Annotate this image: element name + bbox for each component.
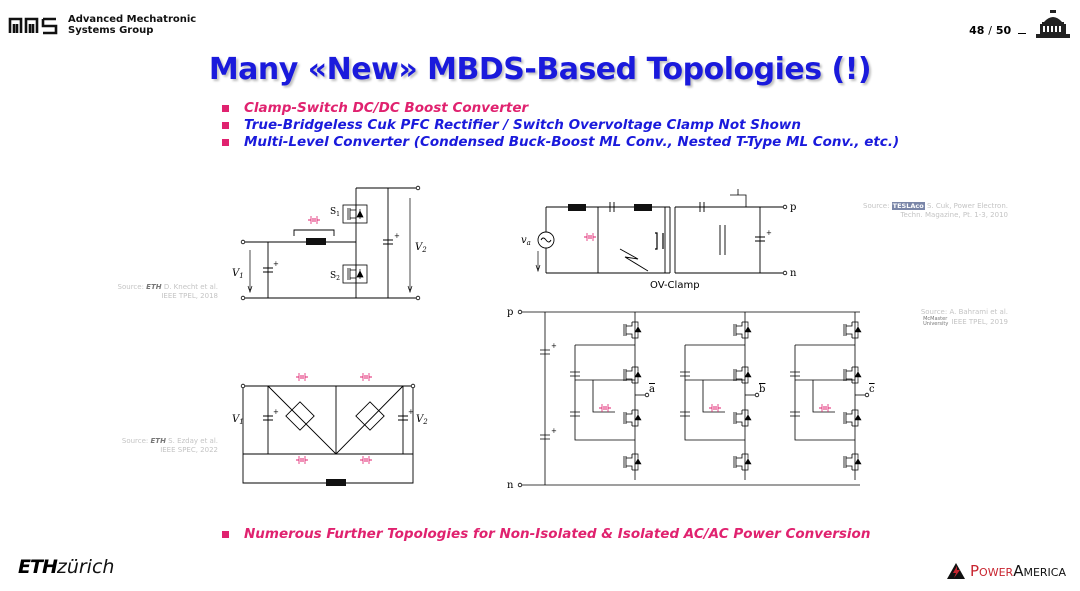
bullet-text: True-Bridgeless Cuk PFC Rectifier / Swit… xyxy=(244,117,801,133)
bullet-list-top: Clamp-Switch DC/DC Boost Converter True-… xyxy=(222,100,899,151)
label-phase-c: c xyxy=(869,384,875,395)
eth-zurich-logo: ETHzürich xyxy=(18,556,115,578)
pa-america: America xyxy=(1013,562,1066,580)
bullet-text: Multi-Level Converter (Condensed Buck-Bo… xyxy=(244,134,900,150)
bullet-list-bottom: Numerous Further Topologies for Non-Isol… xyxy=(222,526,870,543)
page-number: 48 / 50 xyxy=(969,24,1026,37)
group-name-line1: Advanced Mechatronic xyxy=(68,14,197,25)
source-multilevel: Source: A. Bahrami et al. McMaster Unive… xyxy=(920,308,1008,327)
cap-polarity: + xyxy=(394,232,400,240)
page-current: 48 xyxy=(969,24,985,37)
group-name-line2: Systems Group xyxy=(68,25,154,36)
label-n: n xyxy=(790,268,797,279)
eth-logo-icon: ETH xyxy=(146,283,162,291)
eth-building-icon xyxy=(1036,10,1070,38)
source-bidir: Source: ETH S. Ezday et al. IEEE SPEC, 2… xyxy=(121,437,218,454)
label-phase-b: b xyxy=(759,384,765,395)
label-v1: V1 xyxy=(232,414,244,426)
bullet-square-icon xyxy=(222,531,229,538)
cap-polarity: + xyxy=(551,427,557,435)
cuk-rectifier-diagram: va p n + OV-Clamp xyxy=(521,189,797,291)
bullet-item: True-Bridgeless Cuk PFC Rectifier / Swit… xyxy=(222,117,899,134)
mcmaster-logo-icon: McMaster University xyxy=(923,316,949,327)
page-total: 50 xyxy=(995,24,1012,37)
ov-clamp-label: OV-Clamp xyxy=(650,280,700,291)
tesla-logo-icon: TESLAco xyxy=(891,202,925,210)
source-boost: Source: ETH D. Knecht et al. IEEE TPEL, … xyxy=(117,283,218,300)
bullet-item: Multi-Level Converter (Condensed Buck-Bo… xyxy=(222,134,899,151)
label-v1: V1 xyxy=(232,268,244,280)
pa-power: Power xyxy=(970,562,1014,580)
cap-polarity: + xyxy=(766,229,772,237)
bidirectional-diagram: V1 V2 + + xyxy=(232,372,428,486)
eth-logo-icon: ETH xyxy=(150,437,166,445)
bullet-item: Clamp-Switch DC/DC Boost Converter xyxy=(222,100,899,117)
label-phase-a: a xyxy=(649,384,655,395)
label-s1: S1 xyxy=(330,207,340,218)
multilevel-converter-diagram: p n + + a b c xyxy=(507,307,875,491)
ams-logo-icon xyxy=(8,17,58,35)
label-p: p xyxy=(790,202,796,213)
bullet-square-icon xyxy=(222,139,229,146)
bullet-square-icon xyxy=(222,122,229,129)
cap-polarity: + xyxy=(273,260,279,268)
cap-polarity: + xyxy=(408,408,414,416)
label-v2: V2 xyxy=(416,414,428,426)
bullet-text: Clamp-Switch DC/DC Boost Converter xyxy=(244,100,529,116)
label-s2: S2 xyxy=(330,271,340,282)
cap-polarity: + xyxy=(551,342,557,350)
label-va: va xyxy=(521,235,531,247)
group-name: Advanced Mechatronic Systems Group xyxy=(68,14,196,36)
label-v2: V2 xyxy=(415,242,427,254)
boost-converter-diagram: V1 V2 S1 S2 + + xyxy=(232,185,427,301)
source-cuk: Source: TESLAco S. Cuk, Power Electron. … xyxy=(863,202,1008,219)
slide-title: Many «New» MBDS-Based Topologies (!) xyxy=(208,52,872,87)
label-n: n xyxy=(507,480,514,491)
bullet-item: Numerous Further Topologies for Non-Isol… xyxy=(222,526,870,543)
page-separator: / xyxy=(988,24,992,37)
bullet-square-icon xyxy=(222,105,229,112)
label-p: p xyxy=(507,307,513,318)
bullet-text: Numerous Further Topologies for Non-Isol… xyxy=(244,526,871,542)
cap-polarity: + xyxy=(273,408,279,416)
poweramerica-triangle-icon xyxy=(947,563,966,579)
